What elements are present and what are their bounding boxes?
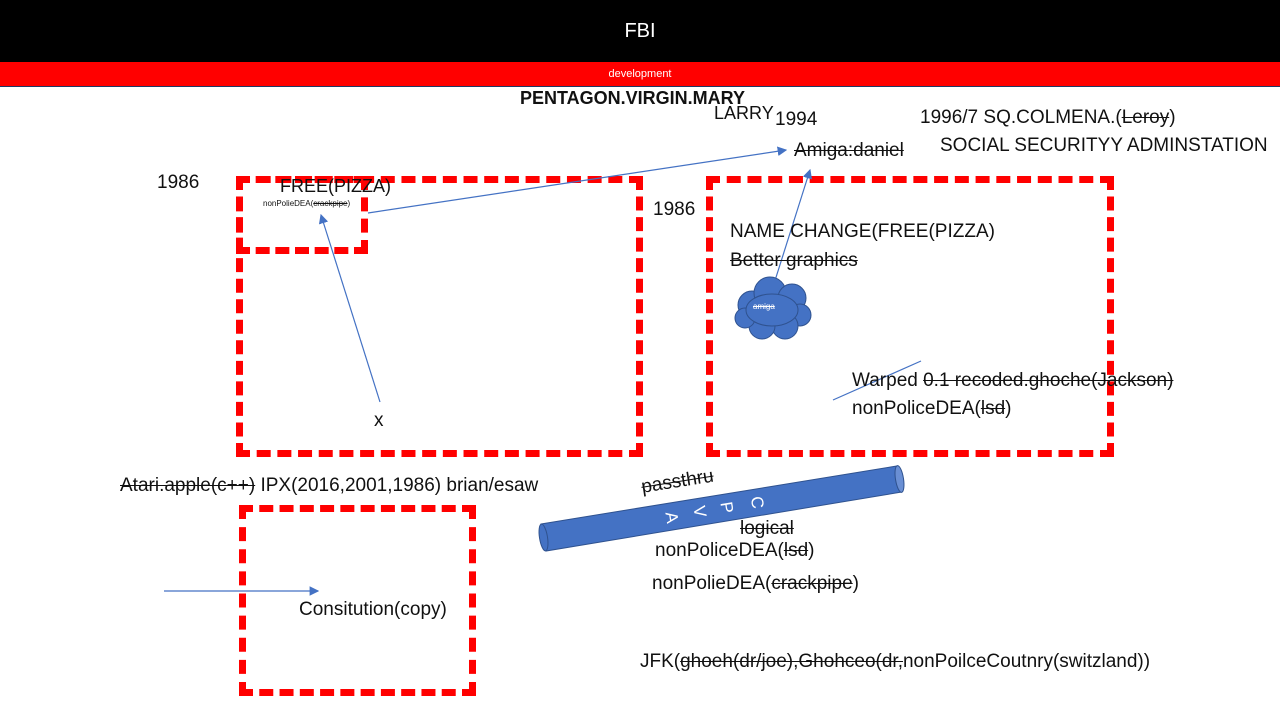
- cloud-amiga-label: amiga: [753, 302, 775, 311]
- dea-lsd-right-prefix: nonPoliceDEA(: [852, 398, 981, 419]
- jfk-suffix: nonPoilceCoutnry(switzland)): [902, 651, 1151, 672]
- dea-lsd-right-label: nonPoliceDEA(lsd): [852, 399, 1011, 418]
- lsd-right-struck: lsd: [980, 398, 1006, 419]
- warped-slash-line: [832, 360, 922, 401]
- leroy-struck: Leroy: [1121, 107, 1170, 128]
- warped-label: Warped 0.1 recoded.ghoche(Jackson): [852, 371, 1173, 390]
- dea-lsd-bottom-label: nonPoliceDEA(lsd): [655, 541, 814, 560]
- left-dashed-box: [236, 176, 643, 457]
- crackpipe-struck: crackpipe: [771, 573, 853, 594]
- warped-prefix: Warped: [852, 370, 924, 391]
- amiga-cloud-shape: [734, 276, 812, 340]
- atari-struck: Atari.apple(c++): [120, 475, 256, 496]
- dea-lsd-bottom-prefix: nonPoliceDEA(: [655, 540, 784, 561]
- dea-crackpipe-label: nonPolieDEA(crackpipe): [652, 574, 859, 593]
- atari-ipx-label: Atari.apple(c++) IPX(2016,2001,1986) bri…: [120, 476, 538, 495]
- small-dea-close: ): [347, 199, 351, 208]
- subtitle-bar: development: [0, 62, 1280, 87]
- title-bar: FBI: [0, 0, 1280, 62]
- free-pizza-label: FREE(PIZZA): [280, 176, 391, 196]
- better-graphics-label: Better graphics: [730, 250, 858, 271]
- small-crackpipe-struck: crackpipe: [313, 199, 348, 208]
- lsd-bottom-struck: lsd: [783, 540, 809, 561]
- bottom-dashed-box: [239, 505, 476, 696]
- arrow-cloud-to-amiga: [771, 168, 813, 291]
- sq-colmena-close: ): [1169, 107, 1176, 128]
- arrow-to-amiga-daniel: [367, 146, 788, 214]
- dea-crackpipe-close: ): [852, 573, 859, 594]
- dea-lsd-right-close: ): [1005, 398, 1012, 419]
- larry-label: LARRY: [714, 103, 774, 123]
- pipe-letter-c: C: [746, 494, 768, 511]
- year-1994-label: 1994: [775, 109, 818, 130]
- year-1986-right-label: 1986: [653, 199, 696, 220]
- jfk-label: JFK(ghoeh(dr/joe),Ghohceo(dr,nonPoilceCo…: [640, 652, 1150, 671]
- pentagon-label: PENTAGON.VIRGIN.MARY: [520, 88, 746, 108]
- name-change-label: NAME CHANGE(FREE(PIZZA): [730, 221, 995, 242]
- year-1986-left-label: 1986: [157, 172, 200, 193]
- social-security-label: SOCIAL SECURITYY ADMINSTATION: [940, 135, 1268, 156]
- right-dashed-box: [706, 176, 1114, 457]
- dea-crackpipe-prefix: nonPolieDEA(: [652, 573, 772, 594]
- x-mark-label: x: [374, 410, 384, 431]
- constitution-label: Consitution(copy): [299, 599, 447, 620]
- sq-colmena-prefix: 1996/7 SQ.COLMENA.(: [920, 107, 1122, 128]
- small-dea-label: nonPolieDEA(crackpipe): [263, 200, 350, 208]
- recoded-struck: 0.1 recoded.ghoche(Jackson): [923, 370, 1174, 391]
- small-dea-prefix: nonPolieDEA(: [263, 199, 314, 208]
- small-dashed-box: [236, 176, 368, 254]
- sq-colmena-label: 1996/7 SQ.COLMENA.(Leroy): [920, 108, 1176, 127]
- dea-lsd-bottom-close: ): [808, 540, 815, 561]
- logical-label: logical: [740, 518, 794, 539]
- amiga-daniel-label: Amiga:daniel: [794, 140, 904, 161]
- page-subtitle: development: [608, 68, 672, 80]
- page-title: FBI: [624, 19, 656, 42]
- jfk-struck: ghoeh(dr/joe),Ghohceo(dr,: [680, 651, 903, 672]
- jfk-prefix: JFK(: [640, 651, 681, 672]
- ipx-text: IPX(2016,2001,1986) brian/esaw: [255, 475, 539, 496]
- arrow-x-to-free-pizza: [318, 213, 381, 403]
- cpva-pipe-shape: [538, 465, 905, 552]
